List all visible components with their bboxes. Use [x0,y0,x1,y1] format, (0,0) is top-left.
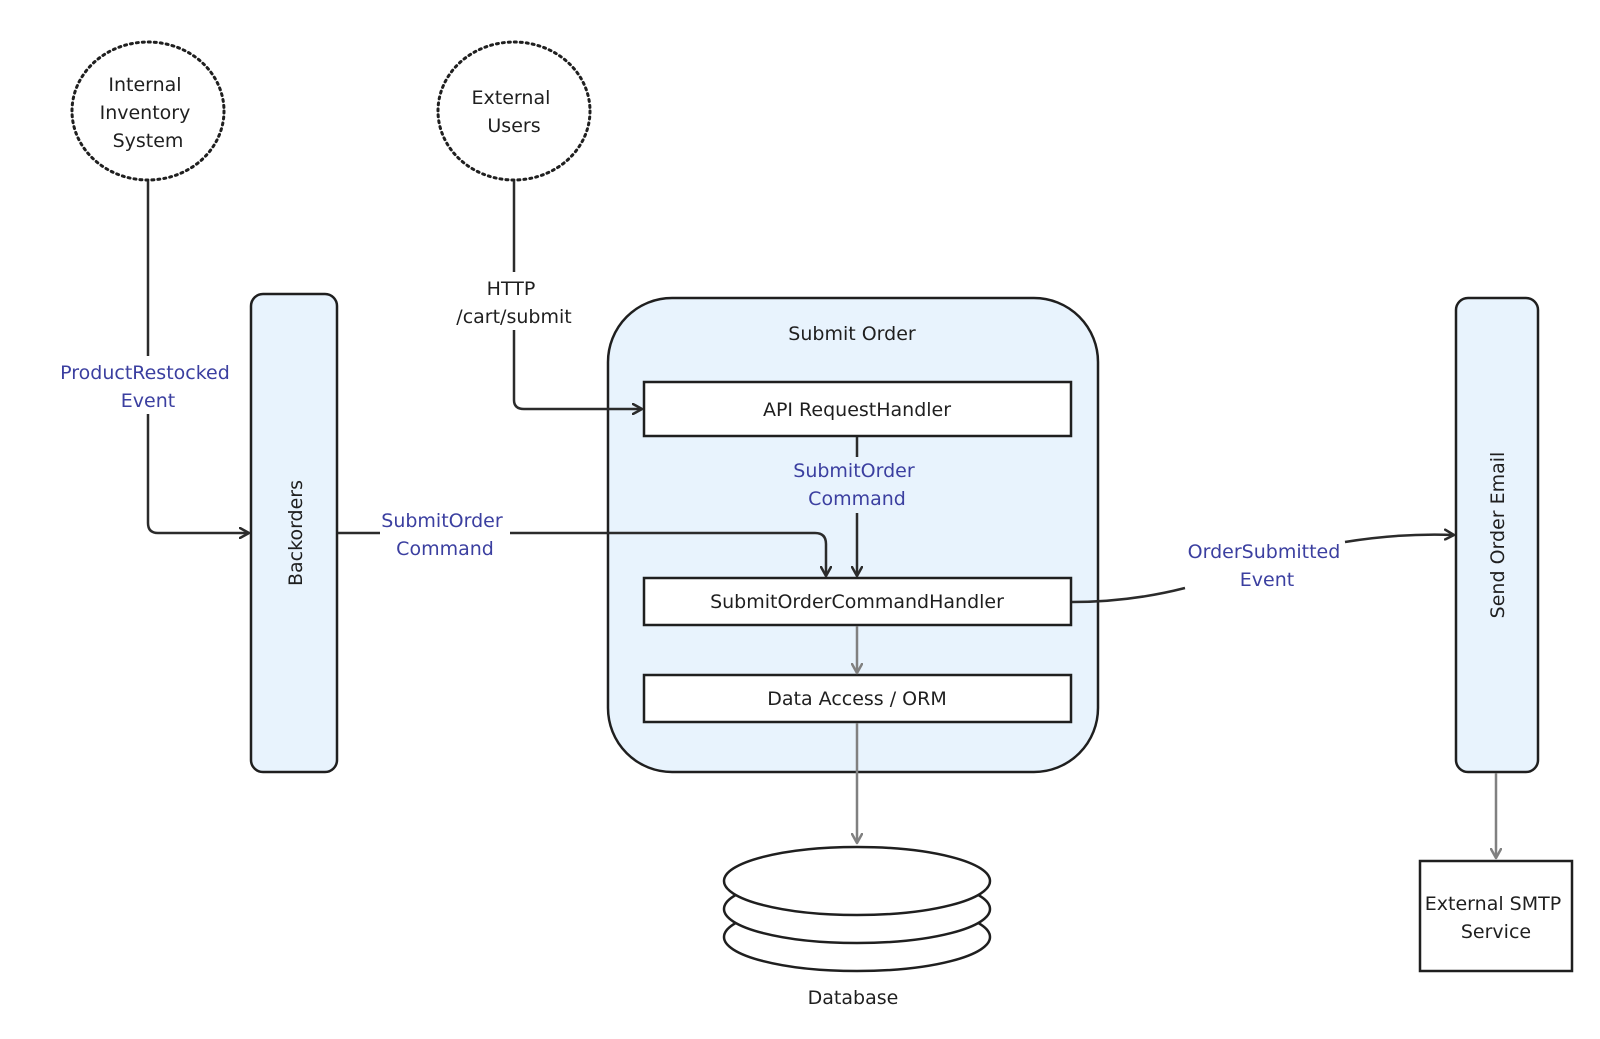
external-smtp-label-line-2: Service [1461,921,1531,943]
backorders-command-label-line-2: Command [396,538,494,560]
internal-inventory-label-line-2: Inventory [100,102,191,124]
backorders-lane [249,292,339,774]
http-label: HTTP /cart/submit [456,278,571,328]
api-command-label-line-1: SubmitOrder [793,460,915,482]
api-command-label-line-2: Command [808,488,906,510]
external-smtp-label-line-1: External SMTP [1425,893,1561,915]
external-smtp-box [1418,859,1574,973]
order-submitted-line-left [1071,586,1186,604]
external-smtp-label: External SMTP Service [1425,893,1567,943]
send-order-email-label: Send Order Email [1487,452,1509,619]
data-access-label: Data Access / ORM [767,688,946,710]
order-submitted-label-line-1: OrderSubmitted [1188,541,1341,563]
svg-text:External Users: External Users [472,87,557,137]
order-submitted-arrow [1344,535,1454,544]
product-restocked-label-line-2: Event [121,390,175,412]
submit-order-command-handler-label: SubmitOrderCommandHandler [710,591,1004,613]
backorders-command-label-line-1: SubmitOrder [381,510,503,532]
api-request-handler-label: API RequestHandler [763,399,951,421]
data-access-box [642,673,1073,724]
product-restocked-label: ProductRestocked Event [60,362,236,412]
database-label: Database [808,987,899,1009]
api-request-handler-box [642,380,1073,438]
http-label-line-1: HTTP [487,278,536,300]
product-restocked-label-line-1: ProductRestocked [60,362,230,384]
svg-text:Internal Inventory: Internal Inventory System [100,74,197,152]
external-users-label-line-2: Users [487,115,540,137]
backorders-command-label: SubmitOrder Command [381,510,508,560]
database-icon [722,845,992,973]
external-users-actor: External Users [436,40,592,182]
http-label-line-2: /cart/submit [456,306,571,328]
external-users-label-line-1: External [472,87,551,109]
submit-order-group-label: Submit Order [788,323,916,345]
api-command-label: SubmitOrder Command [793,460,920,510]
product-restocked-arrow [146,414,249,533]
submit-order-command-handler-box [642,576,1073,627]
http-arrow [512,330,642,409]
order-submitted-label: OrderSubmitted Event [1188,541,1347,591]
backorders-label: Backorders [285,480,307,586]
internal-inventory-label-line-3: System [113,130,184,152]
internal-inventory-actor: Internal Inventory System [70,40,226,182]
order-submitted-label-line-2: Event [1240,569,1294,591]
internal-inventory-label-line-1: Internal [108,74,181,96]
backorders-command-arrow [510,531,826,576]
send-order-email-lane [1454,296,1540,774]
